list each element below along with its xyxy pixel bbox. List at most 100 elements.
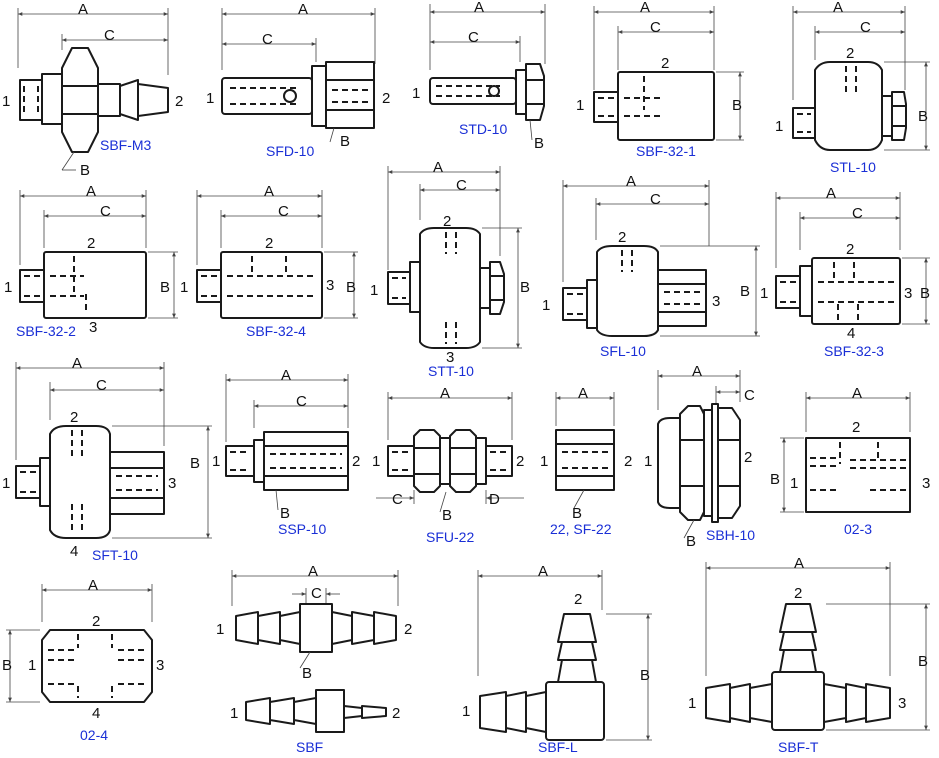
dim-b-label: B xyxy=(80,162,90,179)
fitting-sbf-32-4: A C B 1 2 3 SBF-32-4 xyxy=(180,183,358,339)
port-4-label: 4 xyxy=(70,543,78,560)
dim-c-label: C xyxy=(311,585,322,602)
port-2-label: 2 xyxy=(852,419,860,436)
fitting-stl-10: A C B 1 2 STL-10 xyxy=(775,0,930,175)
dim-a-label: A xyxy=(474,0,484,16)
dim-c-label: C xyxy=(456,177,467,194)
fitting-sbf-t: A B 1 2 3 SBF-T xyxy=(688,555,930,755)
port-1-label: 1 xyxy=(542,297,550,314)
fitting-caption: SBF-32-3 xyxy=(824,343,884,359)
fitting-caption: SBF-M3 xyxy=(100,137,152,153)
port-3-label: 3 xyxy=(922,475,930,492)
dim-c-label: C xyxy=(852,205,863,222)
port-3-label: 3 xyxy=(89,319,97,336)
port-3-label: 3 xyxy=(168,475,176,492)
port-1-label: 1 xyxy=(790,475,798,492)
port-2-label: 2 xyxy=(175,93,183,110)
fitting-caption: STL-10 xyxy=(830,159,876,175)
port-2-label: 2 xyxy=(744,449,752,466)
dim-b-label: B xyxy=(918,108,928,125)
dim-b-label: B xyxy=(190,455,200,472)
fitting-02-4: A B 1 2 3 4 02-4 xyxy=(2,577,164,743)
port-2-label: 2 xyxy=(846,45,854,62)
port-1-label: 1 xyxy=(4,279,12,296)
fitting-22-sf-22: A B 1 2 22, SF-22 xyxy=(540,385,632,537)
port-1-label: 1 xyxy=(576,97,584,114)
dim-a-label: A xyxy=(78,1,88,18)
port-3-label: 3 xyxy=(898,695,906,712)
dim-c-label: C xyxy=(860,19,871,36)
fitting-caption: SBF-32-1 xyxy=(636,143,696,159)
dim-c-label: C xyxy=(278,203,289,220)
fitting-caption: SSP-10 xyxy=(278,521,326,537)
fitting-caption: 22, SF-22 xyxy=(550,521,612,537)
dim-a-label: A xyxy=(640,0,650,16)
port-3-label: 3 xyxy=(326,277,334,294)
dim-c-label: C xyxy=(262,31,273,48)
dim-b-label: B xyxy=(572,505,582,522)
fitting-caption: SBF-32-4 xyxy=(246,323,306,339)
port-1-label: 1 xyxy=(688,695,696,712)
port-1-label: 1 xyxy=(2,475,10,492)
dim-a-label: A xyxy=(626,173,636,190)
port-2-label: 2 xyxy=(443,213,451,230)
port-2-label: 2 xyxy=(265,235,273,252)
dim-b-label: B xyxy=(160,279,170,296)
dim-a-label: A xyxy=(308,563,318,580)
dim-d-label: D xyxy=(489,491,500,508)
fitting-caption: SFU-22 xyxy=(426,529,474,545)
dim-b-label: B xyxy=(686,533,696,550)
fitting-sbf-32-2: A C B 1 2 3 SBF-32-2 xyxy=(4,183,178,339)
dim-a-label: A xyxy=(440,385,450,402)
fitting-caption: SBF-32-2 xyxy=(16,323,76,339)
port-1-label: 1 xyxy=(372,453,380,470)
dim-a-label: A xyxy=(264,183,274,200)
fitting-02-3: A B 1 2 3 02-3 xyxy=(770,385,930,537)
fitting-caption: 02-4 xyxy=(80,727,108,743)
dim-c-label: C xyxy=(100,203,111,220)
port-1-label: 1 xyxy=(644,453,652,470)
port-2-label: 2 xyxy=(846,241,854,258)
dim-b-label: B xyxy=(732,97,742,114)
dim-a-label: A xyxy=(826,185,836,202)
fitting-caption: 02-3 xyxy=(844,521,872,537)
dim-a-label: A xyxy=(578,385,588,402)
port-1-label: 1 xyxy=(760,285,768,302)
fitting-sbf-m3: A C B 1 2 SBF-M3 xyxy=(2,1,183,179)
fitting-sbf-l: A B 1 2 SBF-L xyxy=(462,563,652,755)
dim-b-label: B xyxy=(640,667,650,684)
fitting-sfl-10: A C B 1 2 3 SFL-10 xyxy=(542,173,760,359)
dim-b-label: B xyxy=(346,279,356,296)
dim-a-label: A xyxy=(433,159,443,176)
port-2-label: 2 xyxy=(70,409,78,426)
dim-a-label: A xyxy=(692,363,702,380)
fitting-caption: SBF xyxy=(296,739,323,755)
dim-c-label: C xyxy=(392,491,403,508)
port-3-label: 3 xyxy=(446,349,454,366)
fitting-sbh-10: A C B 1 2 SBH-10 xyxy=(644,363,755,550)
fitting-std-10: A C B 1 STD-10 xyxy=(412,0,546,152)
port-2-label: 2 xyxy=(516,453,524,470)
dim-b-label: B xyxy=(520,279,530,296)
fitting-caption: SFD-10 xyxy=(266,143,314,159)
port-2-label: 2 xyxy=(382,90,390,107)
port-1-label: 1 xyxy=(28,657,36,674)
fitting-sfd-10: A C B 1 2 SFD-10 xyxy=(206,1,390,159)
dim-b-label: B xyxy=(280,505,290,522)
dim-b-label: B xyxy=(2,657,12,674)
port-1-label: 1 xyxy=(775,118,783,135)
port-1-label: 1 xyxy=(540,453,548,470)
dim-b-label: B xyxy=(770,471,780,488)
dim-a-label: A xyxy=(833,0,843,16)
port-1-label: 1 xyxy=(462,703,470,720)
port-3-label: 3 xyxy=(904,285,912,302)
dim-a-label: A xyxy=(281,367,291,384)
fitting-sfu-22: A C D B 1 2 SFU-22 xyxy=(372,385,524,545)
dim-b-label: B xyxy=(740,283,750,300)
port-2-label: 2 xyxy=(392,705,400,722)
dim-a-label: A xyxy=(86,183,96,200)
dim-c-label: C xyxy=(104,27,115,44)
port-2-label: 2 xyxy=(404,621,412,638)
dim-a-label: A xyxy=(538,563,548,580)
